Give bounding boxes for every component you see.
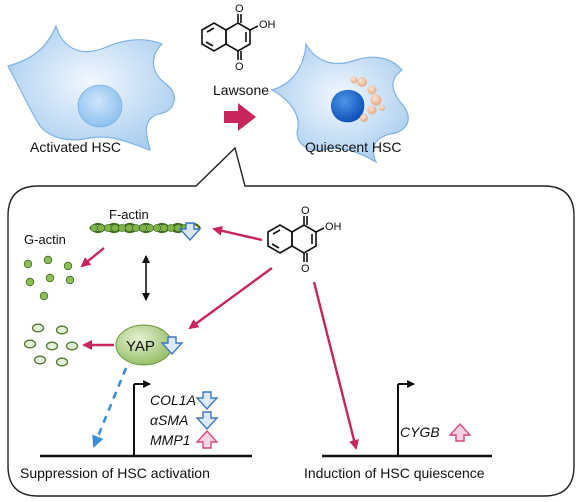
activated-nucleus [77, 84, 123, 128]
activated-hsc-label: Activated HSC [30, 139, 121, 155]
right-promoter [322, 380, 492, 458]
f-actin-down-arrow [178, 222, 202, 242]
gene-mmp1-label: MMP1 [150, 432, 190, 448]
lawsone-top-o-lower: O [235, 61, 244, 73]
yap-cytoplasmic-cluster [23, 323, 79, 367]
lipid-droplets [350, 76, 385, 122]
g-actin-monomers [23, 255, 75, 301]
gene-asma-label: αSMA [150, 412, 188, 428]
f-to-g-actin-arrow [80, 247, 105, 268]
gene-cygb-label: CYGB [400, 424, 440, 440]
lawsone-structure-inset [267, 216, 325, 262]
cygb-up-arrow [448, 422, 472, 442]
yap-down-arrow [160, 336, 184, 356]
left-promoter [40, 380, 252, 458]
lawsone-to-yap-arrow [188, 267, 273, 330]
col1a-down-arrow [195, 391, 219, 411]
asma-down-arrow [195, 411, 219, 431]
quiescent-hsc-cell [270, 41, 409, 164]
lawsone-inset-o-lower: O [301, 263, 310, 275]
quiescent-nucleus [330, 89, 365, 123]
yap-to-suppression-dashed-arrow [92, 367, 128, 448]
suppression-label: Suppression of HSC activation [20, 465, 210, 481]
induction-label: Induction of HSC quiescence [304, 465, 485, 481]
quiescent-hsc-label: Quiescent HSC [305, 139, 401, 155]
lawsone-structure-top [201, 14, 259, 60]
lawsone-top-o-upper: O [235, 3, 244, 15]
lawsone-top-hydroxyl: OH [259, 19, 276, 31]
lawsone-to-cygb-arrow [312, 281, 359, 450]
activated-hsc-cell [7, 24, 175, 151]
yap-label: YAP [126, 338, 155, 355]
inset-callout-box [7, 146, 575, 497]
mmp1-up-arrow [195, 429, 219, 449]
lawsone-inset-o-upper: O [301, 205, 310, 217]
gene-col1a-label: COL1A [150, 392, 196, 408]
f-actin-label: F-actin [109, 207, 149, 222]
lawsone-label: Lawsone [213, 82, 269, 98]
lawsone-to-f-actin-arrow [212, 225, 263, 242]
g-actin-label: G-actin [24, 232, 66, 247]
treatment-arrow [224, 103, 256, 131]
lawsone-inset-hydroxyl: OH [325, 221, 342, 233]
